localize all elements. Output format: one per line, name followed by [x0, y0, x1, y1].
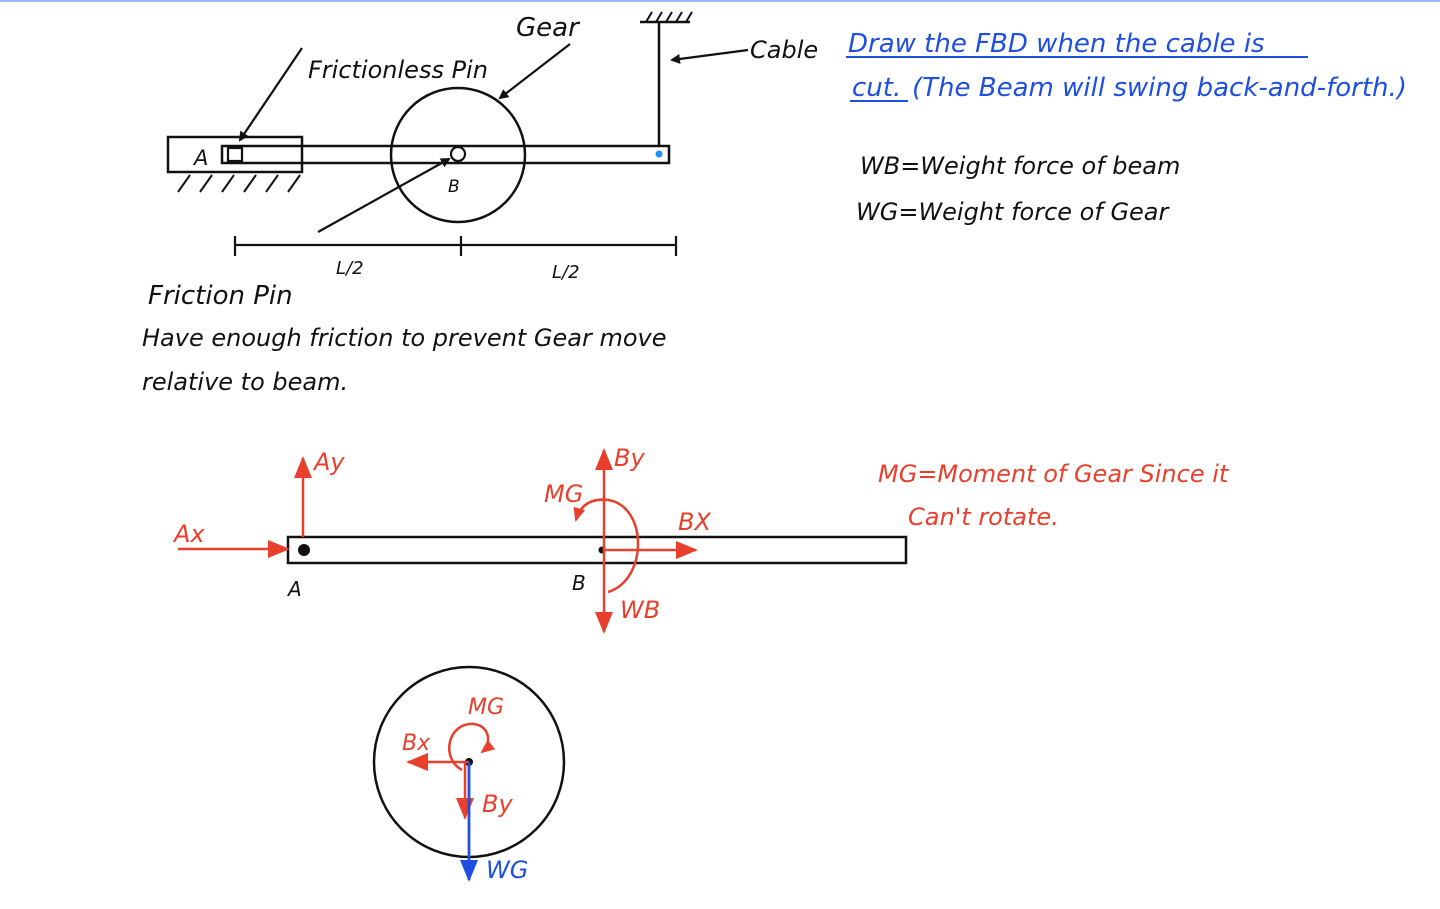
definition-wb: WB=Weight force of beam — [860, 152, 1180, 180]
gear-label: Gear — [516, 13, 581, 43]
cable-label: Cable — [750, 36, 818, 64]
fbd-point-a — [298, 544, 310, 556]
dimension-right: L/2 — [552, 262, 580, 283]
frictionless-pin-label: Frictionless Pin — [308, 56, 488, 84]
moment-mg-arc — [573, 498, 640, 594]
friction-pin — [449, 145, 467, 163]
frictionless-pin-pointer — [238, 47, 303, 142]
frictionless-pin — [226, 146, 244, 163]
instructions: Draw the FBD when the cable is cut. (The… — [846, 29, 1407, 531]
gear-fbd: Bx By WG MG — [372, 665, 566, 884]
force-ax-label: Ax — [172, 520, 205, 548]
gear-pointer — [498, 43, 571, 100]
fbd-label-b: B — [572, 571, 586, 595]
instruction-line2-rest: (The Beam will swing back-and-forth.) — [912, 73, 1407, 103]
moment-mg-label: MG — [544, 480, 583, 508]
instruction-line2-cut: cut. — [852, 73, 901, 103]
fbd-beam — [286, 535, 908, 565]
cable-attach-point — [655, 150, 663, 158]
ground-hatch — [177, 174, 301, 193]
definition-wg: WG=Weight force of Gear — [856, 198, 1171, 226]
force-wb-label: WB — [620, 596, 660, 624]
force-ay-label: Ay — [312, 448, 345, 476]
top-border — [0, 0, 1440, 2]
beam-fbd: A B Ax Ay By BX WB MG — [172, 444, 908, 634]
friction-pin-pointer — [317, 158, 451, 233]
dimension-left: L/2 — [336, 258, 364, 279]
fbd-label-a: A — [286, 577, 302, 601]
point-b-label: B — [448, 177, 460, 197]
gear-moment-mg-arc — [447, 722, 496, 772]
dimension-line — [233, 236, 678, 256]
point-a-label: A — [192, 146, 208, 170]
pin-support-box — [166, 135, 304, 174]
force-bx-label: BX — [678, 508, 711, 536]
friction-pin-note-line1: Have enough friction to prevent Gear mov… — [142, 324, 666, 352]
setup-diagram: Gear Frictionless Pin Cable A B L/2 L/2 … — [142, 11, 818, 396]
gear — [389, 86, 527, 224]
gear-force-by-label: By — [482, 790, 513, 818]
gear-force-bx-label: Bx — [402, 731, 431, 756]
ceiling-hatch — [645, 11, 693, 23]
friction-pin-title: Friction Pin — [148, 281, 293, 311]
gear-moment-mg-label: MG — [468, 695, 504, 720]
gear-force-wg-label: WG — [486, 856, 528, 884]
mg-note-line2: Can't rotate. — [908, 503, 1059, 531]
friction-pin-note-line2: relative to beam. — [142, 368, 348, 396]
cable-pointer — [670, 48, 749, 64]
force-by-label: By — [614, 444, 645, 472]
instruction-line1: Draw the FBD when the cable is — [848, 29, 1265, 59]
mg-note-line1: MG=Moment of Gear Since it — [878, 460, 1230, 488]
